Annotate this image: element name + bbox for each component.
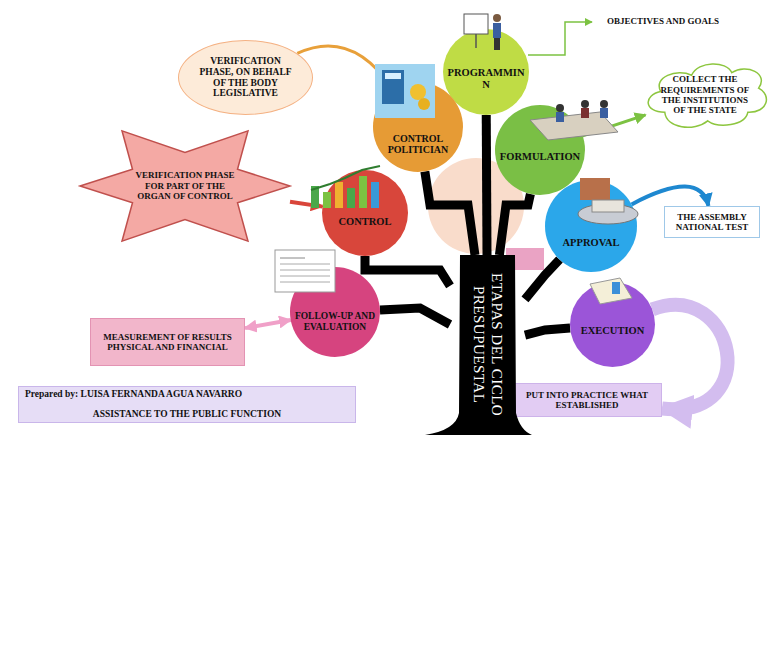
node-label: APPROVAL — [563, 237, 620, 249]
branch-line — [380, 308, 450, 324]
stage-circle: CONTROL — [322, 170, 408, 256]
node-label: THE ASSEMBLY NATIONAL TEST — [667, 212, 757, 233]
annotation-text: OBJECTIVES AND GOALS — [607, 16, 719, 26]
curved-arrow — [632, 187, 709, 206]
arrow — [583, 115, 646, 136]
node-label: MEASUREMENT OF RESULTS PHYSICAL AND FINA… — [95, 332, 240, 353]
stage-circle: CONTROL POLITICIAN — [373, 82, 463, 172]
branch-line — [525, 260, 560, 300]
node-label: CONTROL POLITICIAN — [381, 133, 455, 156]
branch-line — [525, 328, 570, 335]
trunk-outline — [450, 255, 525, 435]
node-label: EXECUTION — [581, 325, 645, 337]
node-label: VERIFICATION PHASE FOR PART OF THE ORGAN… — [128, 170, 242, 201]
stage-circle: FORMULATION — [495, 105, 585, 195]
branch-line — [499, 194, 530, 255]
note-box: PUT INTO PRACTICE WHAT ESTABLISHED — [512, 383, 662, 417]
star-shape — [80, 131, 290, 241]
cloud-shape — [648, 64, 766, 127]
node-label: PROGRAMMIN N — [446, 67, 526, 91]
note-box: MEASUREMENT OF RESULTS PHYSICAL AND FINA… — [90, 318, 245, 366]
node-label: VERIFICATION PHASE, ON BEHALF OF THE BOD… — [195, 56, 296, 100]
branch-line — [365, 256, 450, 286]
curved-arrow — [652, 305, 727, 409]
double-arrow — [245, 320, 291, 328]
node-label: ETAPAS DEL CICLO PRESUPUESTAL — [469, 261, 507, 429]
arrow — [290, 202, 322, 207]
note-box: THE ASSEMBLY NATIONAL TEST — [664, 206, 760, 238]
note-ellipse: VERIFICATION PHASE, ON BEHALF OF THE BOD… — [178, 40, 313, 115]
branch-line — [482, 115, 492, 255]
node-label: Prepared by: LUISA FERNANDA AGUA NAVARRO — [25, 389, 242, 400]
trunk-shape — [425, 255, 532, 435]
credit-box: Prepared by: LUISA FERNANDA AGUA NAVARRO… — [18, 386, 356, 423]
note-star: VERIFICATION PHASE FOR PART OF THE ORGAN… — [80, 126, 290, 246]
stage-circle: FOLLOW-UP AND EVALUATION — [290, 267, 380, 357]
node-subtext: ASSISTANCE TO THE PUBLIC FUNCTION — [93, 409, 281, 420]
stage-circle: EXECUTION — [570, 282, 655, 367]
note-cloud: COLLECT THE REQUIREMENTS OF THE INSTITUT… — [638, 52, 768, 138]
node-label: FORMULATION — [500, 151, 580, 163]
node-label: FOLLOW-UP AND EVALUATION — [290, 311, 380, 333]
stage-circle: APPROVAL — [545, 180, 637, 272]
branch-line — [425, 171, 475, 255]
node-label: COLLECT THE REQUIREMENTS OF THE INSTITUT… — [658, 74, 752, 115]
tree-trunk: ETAPAS DEL CICLO PRESUPUESTAL — [450, 255, 525, 435]
leader-arrow — [528, 22, 592, 55]
node-label: PUT INTO PRACTICE WHAT ESTABLISHED — [517, 390, 657, 411]
node-label: CONTROL — [338, 216, 391, 228]
